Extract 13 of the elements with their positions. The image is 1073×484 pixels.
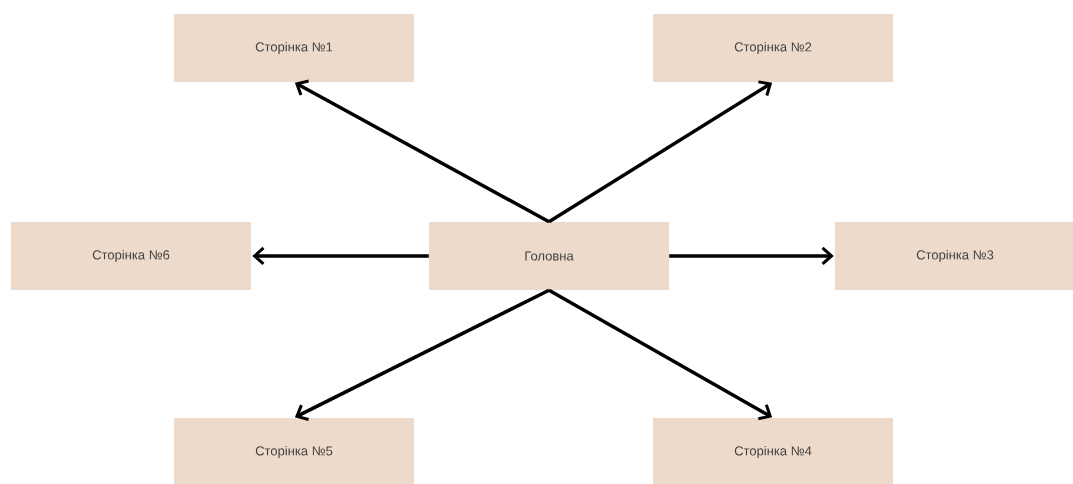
arrow <box>548 80 773 224</box>
arrow <box>669 246 834 266</box>
arrow <box>294 79 550 224</box>
page-box: Сторінка №5 <box>174 418 414 484</box>
arrow <box>294 288 550 421</box>
page-box: Головна <box>429 222 669 290</box>
page-box: Сторінка №1 <box>174 14 414 82</box>
page-box: Сторінка №6 <box>11 222 251 290</box>
arrow <box>252 246 429 266</box>
page-box: Сторінка №3 <box>835 222 1073 290</box>
arrow <box>548 288 773 421</box>
page-box: Сторінка №2 <box>653 14 893 82</box>
page-box: Сторінка №4 <box>653 418 893 484</box>
